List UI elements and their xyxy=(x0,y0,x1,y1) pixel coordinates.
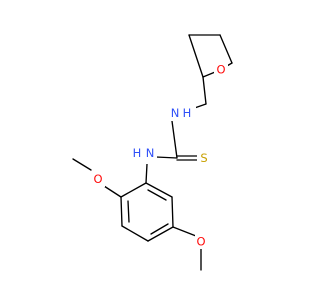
methoxy-oxygen-lower-atom: O xyxy=(195,234,208,249)
molecule-structure-diagram: O N H S H N O O xyxy=(72,34,233,271)
bonds xyxy=(72,34,233,271)
nh-upper-label: N xyxy=(171,106,180,120)
thiocarbonyl-sulfur-atom: S xyxy=(197,151,210,166)
ring-oxygen-atom: O xyxy=(214,61,228,77)
bond-ar-omethoxy-upper xyxy=(103,185,122,198)
bond-thf-c2-c3 xyxy=(188,34,204,78)
nh-lower-atom: H N xyxy=(131,142,157,164)
nh-lower-label: N xyxy=(146,146,155,160)
bond-nh2-ar xyxy=(145,163,148,184)
bond-ar-4-5 xyxy=(147,226,174,242)
atom-labels: O N H S H N O O xyxy=(92,61,228,249)
bond-thf-c4-c5 xyxy=(219,34,233,64)
bond-ar-2-3 xyxy=(120,196,123,227)
bond-ar-3-4 xyxy=(121,225,149,242)
bond-ar-6-1 xyxy=(145,182,173,198)
bond-c2-ch2 xyxy=(202,76,207,105)
thiocarbonyl-sulfur-label: S xyxy=(200,151,207,165)
bond-ar-inner-c xyxy=(147,189,167,201)
bond-ar-1-2 xyxy=(120,182,147,198)
nh-lower-h-label: H xyxy=(133,146,142,160)
bond-nh-cthio xyxy=(171,120,178,159)
methoxy-oxygen-upper-atom: O xyxy=(92,172,105,187)
bond-ar-omethoxy-lower xyxy=(172,226,197,237)
nh-upper-h-label: H xyxy=(183,106,192,120)
bond-cthio-nh2 xyxy=(155,156,178,159)
methoxy-oxygen-lower-label: O xyxy=(196,235,205,249)
methoxy-oxygen-upper-label: O xyxy=(93,172,102,186)
bond-omethoxy-ch3-upper xyxy=(72,158,92,171)
bond-ar-5-6 xyxy=(171,196,174,228)
bond-ar-inner-a xyxy=(127,200,130,223)
ring-oxygen-label: O xyxy=(216,63,225,77)
nh-upper-atom: N H xyxy=(168,101,196,121)
bond-ar-inner-b xyxy=(150,223,169,235)
